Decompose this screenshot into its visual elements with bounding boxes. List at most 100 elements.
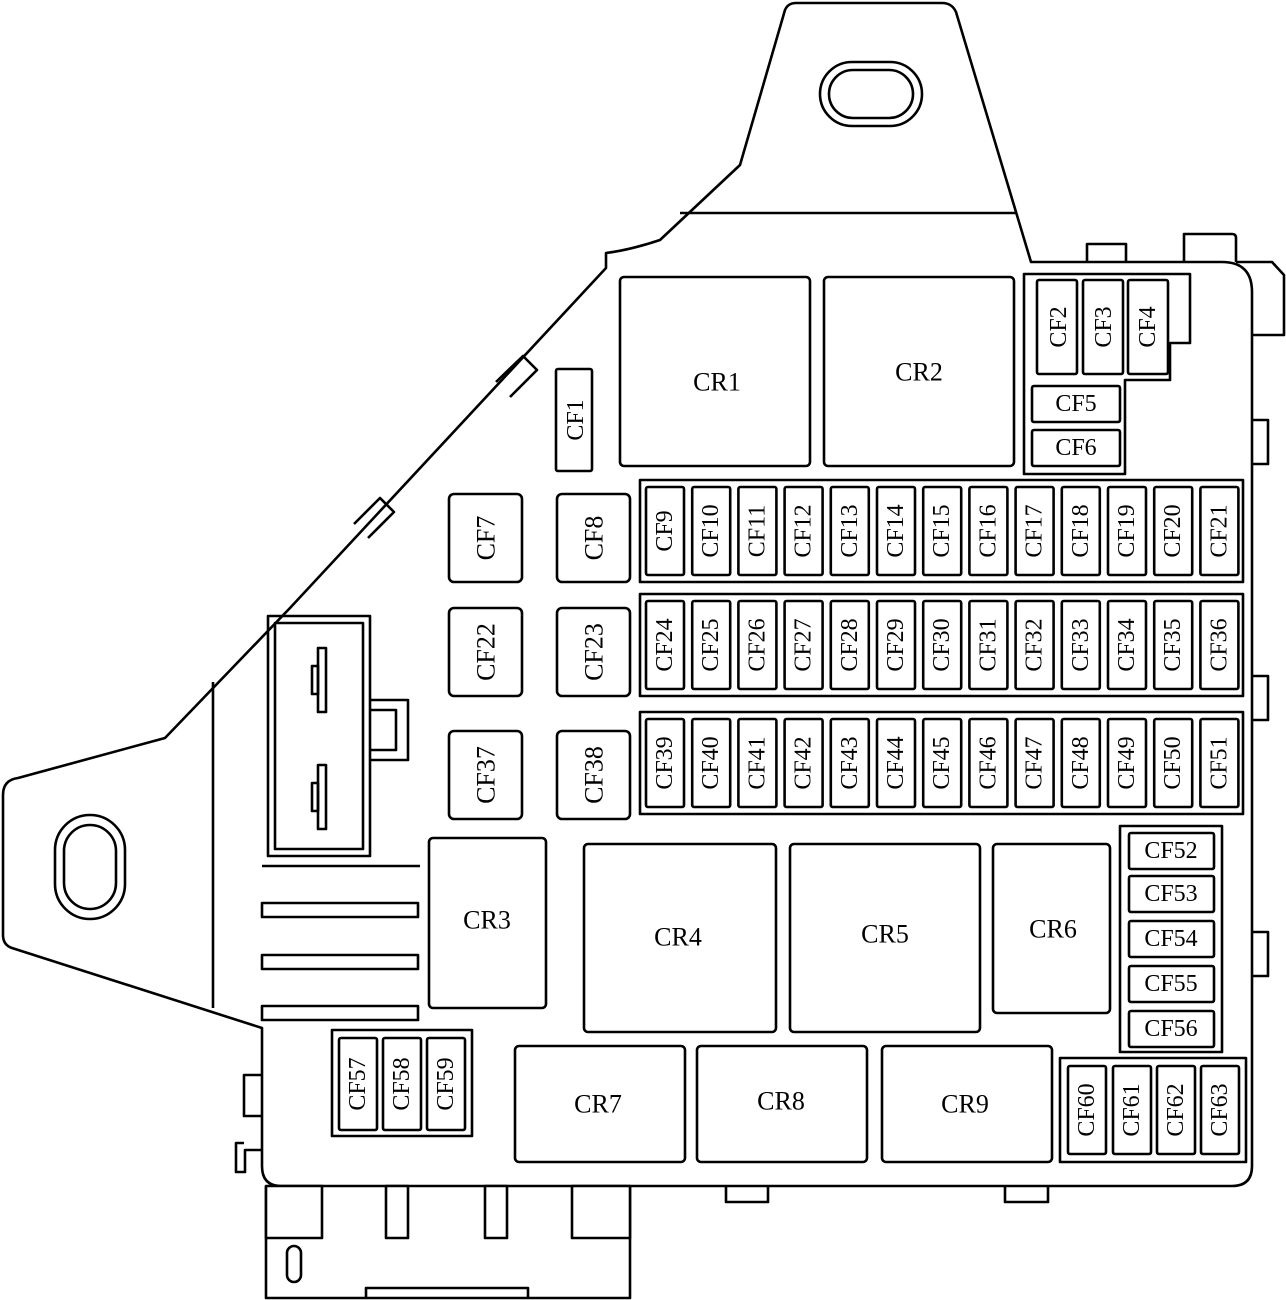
side-notch (242, 1073, 262, 1118)
mini-fuse-label: CF17 (1022, 504, 1048, 557)
mini-fuse-label: CF46 (975, 736, 1001, 789)
mini-fuse-label: CF14 (883, 504, 909, 557)
fuse-cf38-label: CF38 (580, 746, 609, 804)
fuse-cf53 (1127, 874, 1216, 914)
mini-fuse-label: CF18 (1068, 504, 1094, 557)
mini-fuse (829, 717, 871, 809)
fuse-cf22-label: CF22 (472, 623, 501, 681)
mini-fuse (1106, 485, 1148, 577)
relay-cr3 (427, 836, 548, 1010)
fuse-cf61 (1111, 1064, 1153, 1156)
mini-fuse-label: CF49 (1114, 736, 1140, 789)
mini-fuse (829, 599, 871, 691)
housing-tab (1085, 242, 1128, 262)
mini-fuse-label: CF28 (837, 618, 863, 671)
mini-fuse-label: CF50 (1160, 736, 1186, 789)
relay-cr7-label: CR7 (574, 1090, 622, 1119)
mini-fuse-label: CF36 (1206, 618, 1232, 671)
fuse-cf55 (1127, 964, 1216, 1004)
mini-fuse-label: CF11 (744, 505, 770, 557)
relay-cr9-label: CR9 (941, 1090, 989, 1119)
mini-fuse-label: CF9 (652, 510, 678, 551)
mini-fuse-label: CF21 (1206, 504, 1232, 557)
bottom-connector-slot (285, 1244, 303, 1284)
fuse-block-cf57-cf59 (330, 1028, 474, 1138)
mini-fuse (1014, 599, 1055, 691)
mini-fuse-label: CF19 (1114, 504, 1140, 557)
side-notch (1252, 674, 1270, 722)
left-slots (260, 864, 420, 1022)
mini-fuse-label: CF20 (1160, 504, 1186, 557)
mini-fuse (921, 717, 963, 809)
mini-fuse (737, 485, 778, 577)
mini-fuse (968, 717, 1009, 809)
housing-tab (1182, 232, 1238, 262)
mini-fuse-label: CF25 (698, 618, 724, 671)
fuse-row-2-frame (638, 592, 1245, 698)
mini-fuse-label: CF24 (652, 618, 678, 671)
fuse-cf1 (554, 367, 594, 473)
fuse-cf60 (1066, 1064, 1108, 1156)
relay-cr5 (788, 842, 982, 1034)
fuse-cf7 (447, 492, 524, 584)
side-notch (1252, 930, 1270, 978)
fuse-cf52 (1127, 831, 1216, 871)
fuse-cf38 (555, 729, 632, 821)
edge-clip (495, 354, 539, 398)
bottom-connector-pin (384, 1184, 410, 1240)
mini-fuse (1014, 717, 1055, 809)
fuse-cf63-label: CF63 (1207, 1083, 1233, 1136)
fuse-cf8 (555, 492, 632, 584)
mini-fuse (644, 599, 686, 691)
mini-fuse-label: CF31 (975, 618, 1001, 671)
mini-fuse-label: CF34 (1114, 618, 1140, 671)
fuse-cf53-label: CF53 (1144, 881, 1197, 907)
relay-cr8 (695, 1044, 869, 1164)
mini-fuse-label: CF47 (1022, 736, 1048, 789)
relay-cr6 (991, 842, 1112, 1015)
mini-fuse-label: CF13 (837, 504, 863, 557)
mini-fuse (1060, 717, 1102, 809)
fuse-cf59-label: CF59 (433, 1057, 459, 1110)
side-notch (1252, 418, 1270, 466)
mini-fuse-label: CF43 (837, 736, 863, 789)
fuse-cf6-label: CF6 (1055, 435, 1096, 461)
mini-fuse (875, 599, 917, 691)
mini-fuse (1014, 485, 1055, 577)
left-connector (266, 614, 410, 858)
relay-cr4-label: CR4 (654, 923, 702, 952)
fuse-cf22 (447, 606, 524, 698)
mini-fuse-label: CF30 (929, 618, 955, 671)
mini-fuse (644, 717, 686, 809)
fuse-block-cf60-cf63 (1058, 1056, 1248, 1164)
mini-fuse-label: CF44 (883, 736, 909, 789)
mini-fuse-label: CF32 (1022, 618, 1048, 671)
mini-fuse-label: CF45 (929, 736, 955, 789)
fuse-cf3 (1081, 278, 1125, 376)
edge-clip (353, 496, 396, 539)
fuse-cf7-label: CF7 (472, 516, 501, 561)
mini-fuse (875, 485, 917, 577)
fuse-cf8-label: CF8 (580, 516, 609, 561)
bottom-connector-lip (364, 1286, 530, 1298)
mini-fuse (644, 485, 686, 577)
mini-fuse-label: CF15 (929, 504, 955, 557)
mini-fuse (875, 717, 917, 809)
mini-fuse-label: CF26 (744, 618, 770, 671)
mini-fuse (783, 717, 824, 809)
fuse-cf61-label: CF61 (1119, 1083, 1145, 1136)
side-notch (234, 1141, 262, 1174)
mini-fuse (1199, 717, 1240, 809)
fuse-cf56-label: CF56 (1144, 1016, 1197, 1042)
fuse-cf62 (1155, 1064, 1197, 1156)
relay-cr1 (618, 275, 812, 468)
fuse-cf23 (555, 606, 632, 698)
fuse-cf58-label: CF58 (389, 1057, 415, 1110)
fuse-cf4 (1126, 278, 1170, 376)
mini-fuse-label: CF12 (791, 504, 817, 557)
relay-cr3-label: CR3 (463, 906, 511, 935)
mini-fuse-label: CF39 (652, 736, 678, 789)
fuse-cf62-label: CF62 (1163, 1083, 1189, 1136)
mini-fuse (1106, 717, 1148, 809)
